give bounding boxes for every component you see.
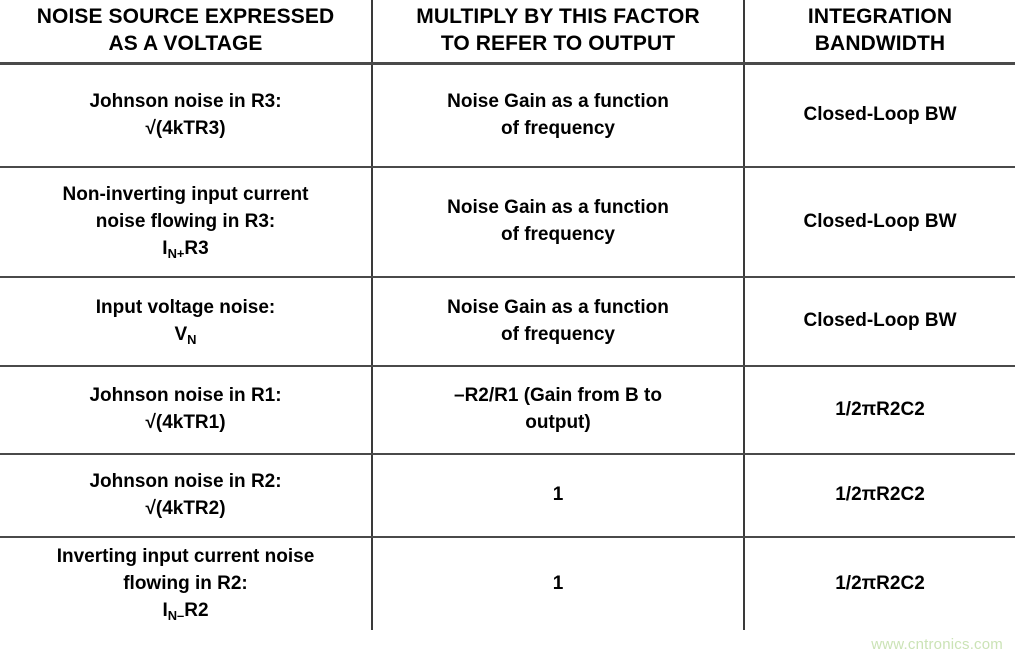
expression-subscript: N [187,331,197,347]
cell-noise-source: Johnson noise in R3: √(4kTR3) [0,63,373,169]
factor-line1: 1 [552,572,564,594]
expression-base: √(4kTR3) [145,117,226,139]
column-header-noise-source-line2: AS A VOLTAGE [108,31,263,55]
noise-contributions-table: NOISE SOURCE EXPRESSED AS A VOLTAGE MULT… [0,0,1015,631]
cell-noise-source: Non-inverting input current noise flowin… [0,167,373,279]
cell-integration-bandwidth: Closed-Loop BW [744,167,1015,279]
cell-integration-bandwidth: 1/2πR2C2 [744,366,1015,456]
cell-integration-bandwidth: 1/2πR2C2 [744,454,1015,539]
factor-line1: –R2/R1 (Gain from B to [454,385,662,407]
cell-noise-source: Inverting input current noise flowing in… [0,537,373,631]
expression-suffix: R3 [184,237,209,259]
cell-noise-source: Input voltage noise: VN [0,277,373,368]
table-row: Johnson noise in R2: √(4kTR2) 1 1/2πR2C2 [0,454,1015,539]
expression-suffix: R2 [184,599,209,621]
expression-subscript: N+ [167,245,185,261]
factor-line1: Noise Gain as a function [447,197,669,219]
cell-multiply-factor: –R2/R1 (Gain from B to output) [372,366,745,456]
table-header: NOISE SOURCE EXPRESSED AS A VOLTAGE MULT… [0,0,1015,65]
expression-base: V [174,323,188,345]
table-row: Johnson noise in R1: √(4kTR1) –R2/R1 (Ga… [0,366,1015,456]
factor-line2: output) [525,412,591,434]
expression-base: √(4kTR1) [145,412,226,434]
column-header-integration-bandwidth: INTEGRATION BANDWIDTH [744,0,1015,65]
factor-line2: of frequency [500,117,616,139]
expression-subscript: N– [167,607,185,623]
noise-source-expression: √(4kTR3) [10,116,361,143]
site-watermark: www.cntronics.com [871,636,1003,653]
cell-multiply-factor: Noise Gain as a function of frequency [372,63,745,169]
noise-source-expression: √(4kTR2) [10,496,361,523]
cell-noise-source: Johnson noise in R2: √(4kTR2) [0,454,373,539]
cell-integration-bandwidth: 1/2πR2C2 [835,572,925,594]
noise-source-description: Non-inverting input current [62,183,309,205]
factor-line2: of frequency [500,323,616,345]
column-header-noise-source: NOISE SOURCE EXPRESSED AS A VOLTAGE [0,0,373,65]
expression-base: √(4kTR2) [145,497,226,519]
cell-multiply-factor: Noise Gain as a function of frequency [372,277,745,368]
noise-source-expression: VN [10,322,361,349]
column-header-multiply-factor-line1: MULTIPLY BY THIS FACTOR [416,5,700,28]
factor-line1: 1 [552,484,564,506]
factor-line1: Noise Gain as a function [447,296,669,318]
cell-noise-source: Johnson noise in R1: √(4kTR1) [0,366,373,456]
noise-source-description: Johnson noise in R2: [89,470,282,492]
factor-line1: Noise Gain as a function [447,90,669,112]
column-header-integration-bandwidth-line2: BANDWIDTH [814,31,946,55]
table-body: Johnson noise in R3: √(4kTR3) Noise Gain… [0,63,1015,631]
cell-integration-bandwidth: Closed-Loop BW [744,277,1015,368]
table-row: Input voltage noise: VN Noise Gain as a … [0,277,1015,368]
noise-source-description: Input voltage noise: [95,296,276,318]
cell-multiply-factor: Noise Gain as a function of frequency [372,167,745,279]
column-header-noise-source-line1: NOISE SOURCE EXPRESSED [36,5,335,28]
noise-source-expression: √(4kTR1) [10,410,361,437]
noise-source-expression: IN–R2 [10,598,361,625]
cell-multiply-factor: 1 [372,537,745,631]
expression-base: I [162,237,168,259]
table-row: Inverting input current noise flowing in… [0,537,1015,631]
cell-multiply-factor: 1 [372,454,745,539]
noise-source-description-line2: flowing in R2: [123,572,248,594]
column-header-multiply-factor-line2: TO REFER TO OUTPUT [440,31,676,55]
factor-line2: of frequency [500,224,616,246]
noise-source-expression: IN+R3 [10,236,361,263]
table-row: Non-inverting input current noise flowin… [0,167,1015,279]
noise-source-description: Johnson noise in R3: [89,90,282,112]
table-row: Johnson noise in R3: √(4kTR3) Noise Gain… [0,63,1015,169]
expression-base: I [162,599,168,621]
column-header-multiply-factor: MULTIPLY BY THIS FACTOR TO REFER TO OUTP… [372,0,745,65]
header-row: NOISE SOURCE EXPRESSED AS A VOLTAGE MULT… [0,0,1015,65]
noise-source-description: Inverting input current noise [56,545,315,567]
column-header-integration-bandwidth-line1: INTEGRATION [807,5,953,28]
noise-source-description-line2: noise flowing in R3: [95,210,276,232]
noise-source-description: Johnson noise in R1: [89,385,282,407]
cell-integration-bandwidth: Closed-Loop BW [744,63,1015,169]
